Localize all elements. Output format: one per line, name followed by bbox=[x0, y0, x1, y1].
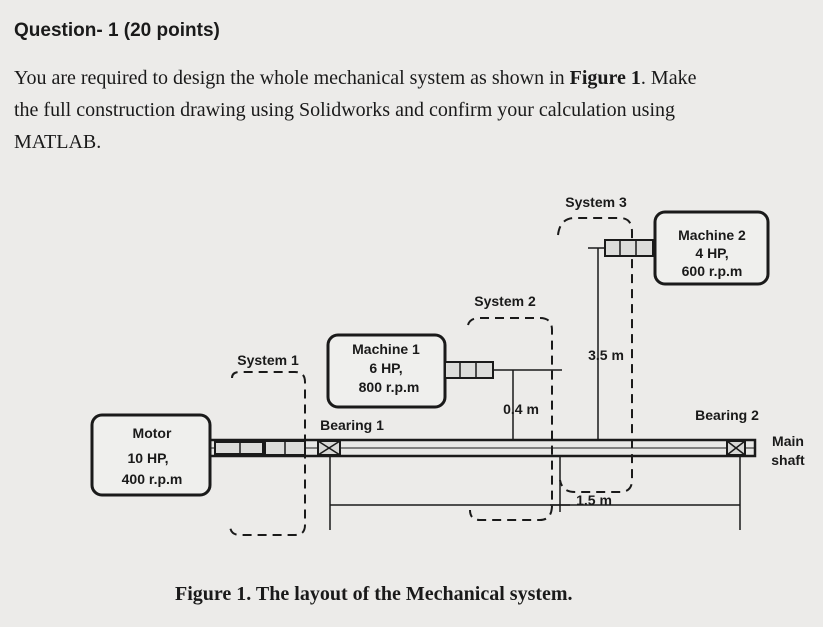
system1-coupling bbox=[214, 441, 264, 455]
dim-35-label: 3.5 m bbox=[588, 347, 624, 363]
motor-label-line1: Motor bbox=[133, 425, 172, 441]
machine1-label-line3: 800 r.p.m bbox=[359, 379, 420, 395]
system2-label: System 2 bbox=[474, 293, 536, 309]
machine2-box bbox=[653, 210, 770, 286]
dim-04-label: 0.4 m bbox=[503, 401, 539, 417]
dim-15-label: 1.5 m bbox=[576, 492, 612, 508]
machine1-label-line1: Machine 1 bbox=[352, 341, 420, 357]
question-text-line2: the full construction drawing using Soli… bbox=[14, 99, 675, 121]
main-shaft-label-line2: shaft bbox=[771, 452, 805, 468]
motor-label-line2: 10 HP, bbox=[128, 450, 169, 466]
question-text-line3: MATLAB. bbox=[14, 131, 102, 153]
figure-reference: Figure 1 bbox=[569, 67, 641, 89]
main-shaft-label-line1: Main bbox=[772, 433, 804, 449]
machine1-label-line2: 6 HP, bbox=[369, 360, 402, 376]
machine1-shaft bbox=[444, 361, 494, 379]
system3-belt bbox=[557, 217, 633, 493]
bearing2-label: Bearing 2 bbox=[695, 407, 759, 423]
machine2-label-line3: 600 r.p.m bbox=[682, 263, 743, 279]
figure-caption: Figure 1. The layout of the Mechanical s… bbox=[175, 583, 573, 605]
machine2-label-line1: Machine 2 bbox=[678, 227, 746, 243]
motor-label-line3: 400 r.p.m bbox=[122, 471, 183, 487]
system3-label: System 3 bbox=[565, 194, 627, 210]
machine2-label-line2: 4 HP, bbox=[695, 245, 728, 261]
system1-belt bbox=[229, 371, 306, 536]
question-text: You are required to design the whole mec… bbox=[14, 62, 804, 158]
system1-label: System 1 bbox=[237, 352, 299, 368]
question-text-line1: You are required to design the whole mec… bbox=[14, 67, 570, 89]
bearing1-label: Bearing 1 bbox=[320, 417, 384, 433]
motor-box bbox=[90, 413, 212, 497]
question-title: Question- 1 (20 points) bbox=[14, 20, 220, 41]
machine2-shaft bbox=[604, 239, 654, 257]
system2-belt bbox=[467, 317, 553, 521]
question-text-line1-end: . Make bbox=[640, 67, 697, 89]
